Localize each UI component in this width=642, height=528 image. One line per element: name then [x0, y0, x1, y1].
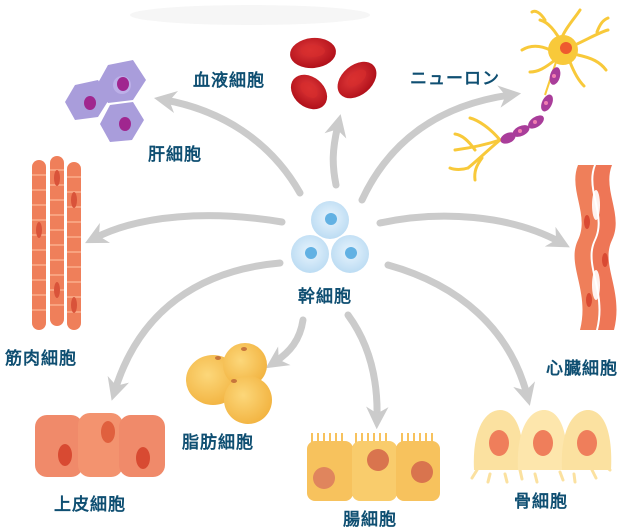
- fat-cell-label: 脂肪細胞: [182, 433, 254, 453]
- liver-cell-label: 肝細胞: [148, 145, 202, 165]
- arrow-to-neuron: [358, 85, 522, 204]
- muscle-fiber-icon: [32, 156, 81, 330]
- bone-cell-label: 骨細胞: [514, 492, 568, 512]
- intestinal-cell-icon: [307, 433, 440, 501]
- intestinal-cell-label: 腸細胞: [343, 510, 397, 528]
- arrow-to-epithelial: [107, 259, 284, 401]
- arrow-to-fat: [265, 316, 307, 369]
- epithelial-cell-label: 上皮細胞: [54, 495, 126, 515]
- arrow-to-bone: [384, 261, 535, 406]
- neuron-label: ニューロン: [410, 69, 500, 89]
- arrow-to-heart: [376, 212, 570, 248]
- arrow-to-muscle: [85, 212, 286, 244]
- blood-cell-label: 血液細胞: [193, 71, 265, 91]
- arrow-to-liver: [153, 90, 304, 197]
- arrow-to-intestine: [344, 311, 389, 430]
- arrow-to-blood: [324, 114, 347, 189]
- arrows: [85, 85, 570, 430]
- neuron-icon: [448, 8, 610, 182]
- muscle-cell-label: 筋肉細胞: [5, 349, 77, 369]
- bone-cell-icon: [470, 410, 612, 484]
- liver-cell-icon: [65, 60, 146, 142]
- stem-cell-cluster-icon: [291, 201, 369, 273]
- background-smudge: [130, 5, 370, 25]
- epithelial-cell-icon: [35, 413, 165, 477]
- red-blood-cell-icon: [290, 37, 377, 110]
- heart-cell-label: 心臓細胞: [546, 359, 618, 379]
- fat-cell-icon: [186, 343, 272, 424]
- cardiac-muscle-icon: [574, 165, 617, 330]
- stem-cell-label: 幹細胞: [298, 287, 352, 307]
